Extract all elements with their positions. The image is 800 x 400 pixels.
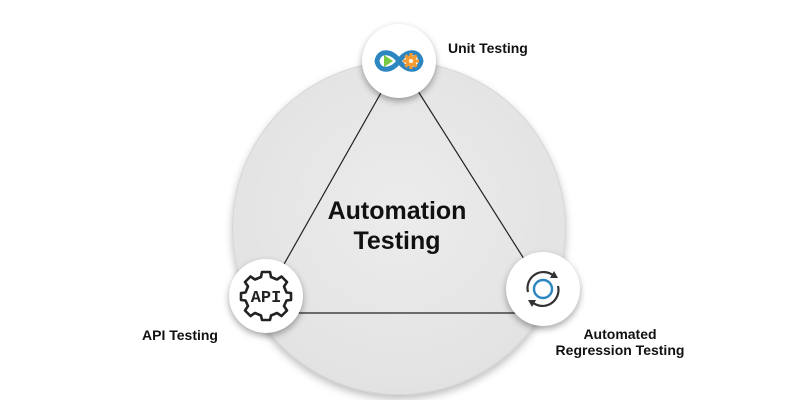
regression-label-line1: Automated	[583, 326, 657, 342]
unit-testing-node	[362, 24, 436, 98]
api-gear-icon: API	[239, 270, 293, 322]
regression-label-line2: Regression Testing	[555, 342, 685, 358]
center-title: Automation Testing	[300, 196, 494, 256]
connector-unit-api	[265, 60, 400, 297]
refresh-cycle-icon	[526, 271, 560, 307]
background-circle	[232, 61, 566, 395]
api-testing-node: API	[229, 259, 303, 333]
center-title-line1: Automation	[327, 197, 467, 225]
unit-testing-label: Unit Testing	[448, 40, 528, 56]
regression-testing-label: Automated Regression Testing	[520, 326, 720, 358]
api-icon-text: API	[251, 289, 282, 308]
infinity-play-gear-icon	[374, 50, 424, 72]
api-testing-label: API Testing	[142, 327, 218, 343]
center-title-line2: Testing	[353, 227, 441, 255]
connector-unit-regression	[398, 60, 544, 290]
regression-testing-node	[506, 252, 580, 326]
